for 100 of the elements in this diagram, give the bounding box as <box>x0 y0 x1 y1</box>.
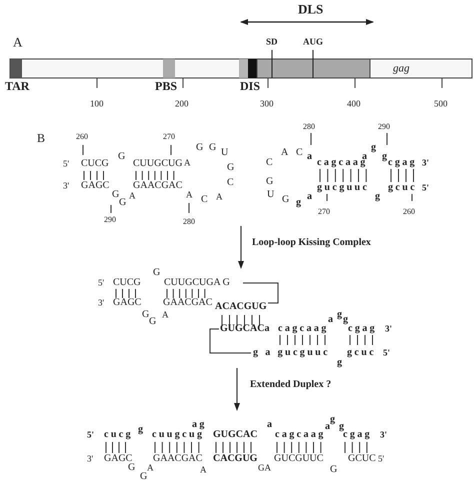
base-letter: A <box>129 192 136 200</box>
scale-number: 100 <box>90 100 104 108</box>
sequence-text: GAGC <box>113 298 142 308</box>
position-number: 260 <box>403 208 415 216</box>
strand-end: 5' <box>383 348 390 358</box>
sequence-text: GAACGAC <box>153 454 202 464</box>
base-letter: G <box>282 195 290 205</box>
sequence-text: cgag <box>343 430 372 440</box>
strand-end: 3' <box>87 454 94 464</box>
sequence-text: cgag <box>388 158 418 168</box>
base-letter: g <box>330 415 335 425</box>
scale-number: 200 <box>175 100 188 108</box>
sequence-text: GUCGUUC <box>274 454 324 464</box>
base-letter: a <box>307 192 312 202</box>
strand-end: 5' <box>98 278 104 288</box>
base-letter: G <box>119 198 126 208</box>
base-letter: g <box>337 358 342 368</box>
panel-letter: A <box>13 36 22 48</box>
strand-end: 5' <box>378 454 384 464</box>
sequence-text: gcuc <box>347 348 376 358</box>
panel-letter: B <box>37 132 46 144</box>
base-letter: C <box>296 148 303 158</box>
base-letter: G <box>140 472 148 482</box>
strand-end: 5' <box>422 184 430 192</box>
sequence-text: GAGC <box>81 181 110 191</box>
sequence-text: gucguuc <box>317 183 370 193</box>
sequence-text: g a gucguuc <box>253 348 330 358</box>
strand-end: 3' <box>380 430 388 440</box>
base-letter: U <box>221 148 228 158</box>
region-label: DLS <box>298 2 324 16</box>
strand-end: 3' <box>98 298 104 308</box>
sequence-text: GCUC <box>348 454 376 464</box>
base-letter: A <box>184 158 190 168</box>
sequence-text: GAACGAC <box>133 181 182 191</box>
gene-label: gag <box>393 64 410 74</box>
sequence-text: CUCG <box>113 278 141 288</box>
base-letter: A <box>162 310 168 320</box>
sequence-text: cagcaag <box>278 324 329 334</box>
base-letter: G <box>209 143 216 153</box>
scale-number: 400 <box>347 100 360 108</box>
base-letter: a <box>328 315 333 325</box>
base-letter: g <box>382 152 387 162</box>
sequence-text: cagcaag <box>317 158 368 168</box>
base-letter: G <box>153 268 160 278</box>
base-letter: A <box>147 464 154 472</box>
position-number: 280 <box>303 123 315 131</box>
site-label: AUG <box>303 38 323 46</box>
base-letter: C <box>227 178 234 188</box>
position-number: 270 <box>318 208 330 216</box>
base-letter: A <box>186 190 192 200</box>
sequence-text: CUCG <box>81 159 109 169</box>
sequence-text: CUUGCUG <box>133 159 182 169</box>
base-letter: g <box>371 143 376 153</box>
sequence-text: cucg <box>104 430 134 440</box>
base-letter: g <box>337 310 342 320</box>
base-letter: G <box>112 190 120 200</box>
base-letter: G <box>330 465 338 475</box>
base-letter: C <box>266 158 273 168</box>
site-label: SD <box>266 38 278 46</box>
base-letter: C <box>201 195 208 205</box>
position-number: 280 <box>183 218 195 226</box>
sequence-text: cgag <box>348 324 378 334</box>
strand-end: 3' <box>385 324 392 334</box>
arrow-label: Extended Duplex ? <box>250 380 332 390</box>
sequence-text: GUGCACa <box>220 324 270 334</box>
base-letter: G <box>266 177 274 187</box>
position-number: 290 <box>378 123 390 131</box>
base-letter: a <box>325 422 330 432</box>
sequence-text: gcuc <box>388 183 418 193</box>
sequence-text: ACACGUG <box>215 302 267 312</box>
sequence-text: GUGCAC <box>213 430 258 440</box>
base-letter: U <box>267 190 274 200</box>
base-letter: G <box>196 143 204 153</box>
sequence-text: CUUGCUGA G <box>164 278 230 288</box>
sequence-text: GA <box>258 464 271 472</box>
sequence-text: cuugcug <box>152 430 204 440</box>
base-letter: g <box>296 198 301 208</box>
position-number: 260 <box>76 133 88 141</box>
strand-end: 3' <box>422 158 430 168</box>
base-letter: A <box>216 192 222 202</box>
sequence-text: GAGC <box>104 454 132 464</box>
arrow-label: Loop-loop Kissing Complex <box>252 238 371 248</box>
base-letter: g <box>138 425 143 435</box>
sequence-text: cagcaag <box>275 430 326 440</box>
position-number: 290 <box>104 216 116 224</box>
base-letter: A <box>281 148 288 158</box>
sequence-text: GAACGAC <box>163 298 212 308</box>
strand-end: 5' <box>63 160 70 168</box>
sequence-text: ag <box>192 420 207 430</box>
region-label: TAR <box>5 80 30 92</box>
strand-end: 3' <box>63 182 70 190</box>
base-letter: G <box>227 163 234 173</box>
region-label: PBS <box>155 80 178 92</box>
base-letter: G <box>118 152 126 162</box>
base-letter: G <box>149 317 156 327</box>
position-number: 270 <box>163 133 175 141</box>
base-letter: a <box>267 420 272 430</box>
strand-end: 5' <box>87 430 94 440</box>
base-letter: a <box>307 152 312 162</box>
base-letter: g <box>343 315 348 325</box>
